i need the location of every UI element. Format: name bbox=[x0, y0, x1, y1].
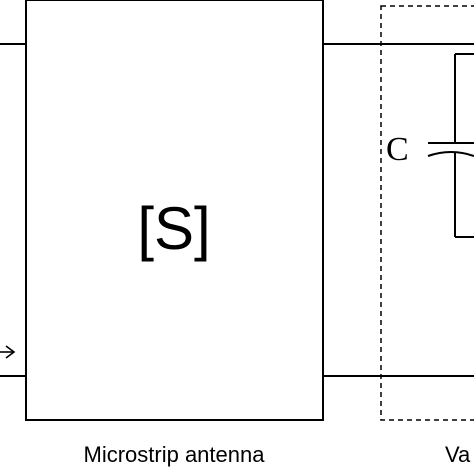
varactor-caption: Va bbox=[445, 442, 471, 467]
s-parameter-symbol: [S] bbox=[137, 195, 210, 262]
s-parameter-block bbox=[25, 0, 324, 421]
capacitor-plate-bottom bbox=[427, 151, 474, 157]
capacitor-label: C bbox=[386, 131, 409, 168]
varactor-enclosure bbox=[380, 5, 474, 421]
block-caption: Microstrip antenna bbox=[84, 442, 266, 467]
port-arrow-icon bbox=[0, 345, 16, 359]
